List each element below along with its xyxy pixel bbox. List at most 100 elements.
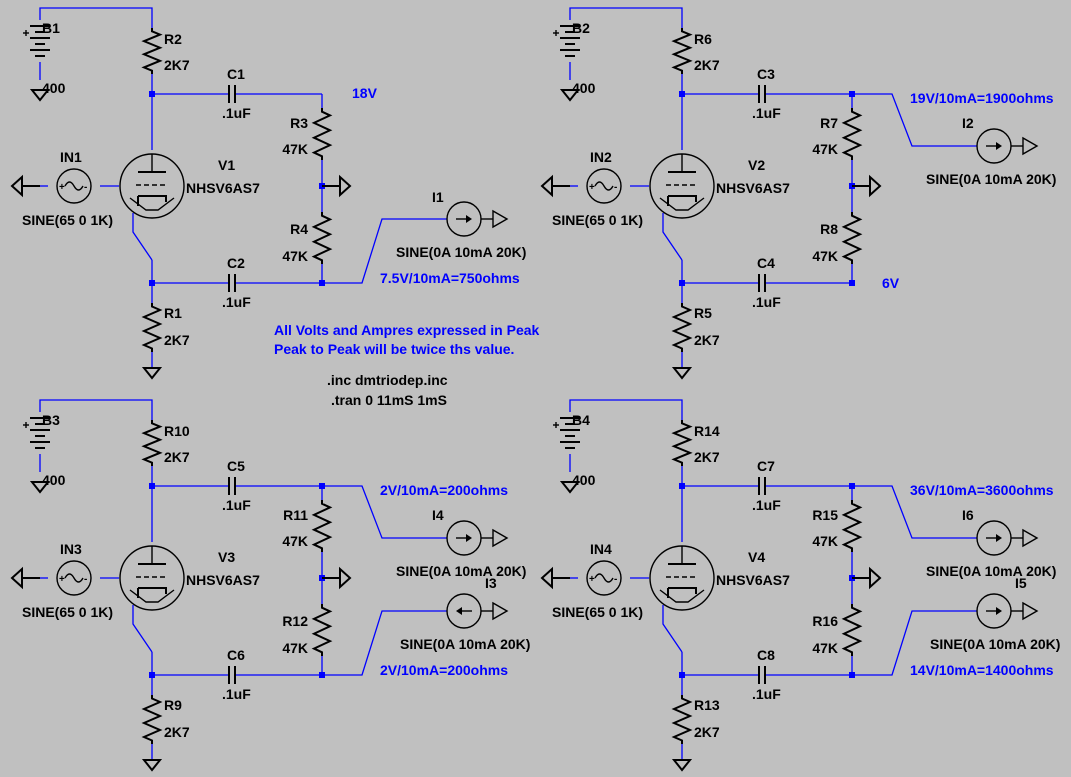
source-value: SINE(65 0 1K) bbox=[22, 604, 113, 620]
battery-value: 400 bbox=[42, 472, 66, 488]
resistor-value: 2K7 bbox=[164, 332, 190, 348]
source-value: SINE(65 0 1K) bbox=[552, 212, 643, 228]
capacitor-value: .1uF bbox=[752, 105, 781, 121]
ground-icon bbox=[869, 174, 882, 198]
resistor-value: 47K bbox=[282, 248, 308, 264]
current-source-label: I1 bbox=[432, 189, 444, 205]
resistor-value: 2K7 bbox=[694, 57, 720, 73]
capacitor-value: .1uF bbox=[222, 294, 251, 310]
junction-dot bbox=[149, 280, 155, 286]
resistor-value: 47K bbox=[812, 248, 838, 264]
impedance-note: 2V/10mA=200ohms bbox=[380, 482, 508, 498]
capacitor-C1[interactable]: C1.1uF bbox=[222, 66, 251, 121]
junction-dot bbox=[149, 672, 155, 678]
battery-label: B1 bbox=[42, 20, 60, 36]
current-source-value: SINE(0A 10mA 20K) bbox=[396, 563, 526, 579]
svg-text:-: - bbox=[84, 574, 87, 585]
capacitor-value: .1uF bbox=[222, 686, 251, 702]
battery-value: 400 bbox=[42, 80, 66, 96]
battery-label: B4 bbox=[572, 412, 590, 428]
current-source-value: SINE(0A 10mA 20K) bbox=[396, 244, 526, 260]
impedance-note: 14V/10mA=1400ohms bbox=[910, 662, 1054, 678]
capacitor-C5[interactable]: C5.1uF bbox=[222, 458, 251, 513]
battery-label: B3 bbox=[42, 412, 60, 428]
resistor-label: R5 bbox=[694, 305, 712, 321]
include-directive: .inc dmtriodep.inc bbox=[327, 372, 448, 388]
resistor-value: 47K bbox=[282, 640, 308, 656]
capacitor-label: C4 bbox=[757, 255, 775, 271]
voltage-note: 18V bbox=[352, 85, 378, 101]
svg-text:+: + bbox=[59, 574, 65, 585]
capacitor-C2[interactable]: C2.1uF bbox=[222, 255, 251, 310]
ground-icon bbox=[10, 174, 23, 198]
resistor-R8[interactable]: R8 47K bbox=[812, 212, 863, 264]
source-label: IN3 bbox=[60, 541, 82, 557]
resistor-label: R11 bbox=[283, 507, 308, 523]
battery-B1[interactable]: B1 400 bbox=[23, 20, 66, 102]
capacitor-C7[interactable]: C7.1uF bbox=[752, 458, 781, 513]
svg-text:-: - bbox=[614, 182, 617, 193]
tube-label: V3 bbox=[218, 549, 235, 565]
capacitor-C8[interactable]: C8.1uF bbox=[752, 647, 781, 702]
source-label: IN2 bbox=[590, 149, 612, 165]
stage-1[interactable]: B1400R22K7C1.1uFR347KR447KC2.1uFR12K7+-I… bbox=[10, 7, 526, 380]
stage-2[interactable]: B2400R62K7C3.1uFR747KR847KC4.1uFR52K7+-I… bbox=[540, 7, 1056, 380]
resistor-label: R13 bbox=[694, 697, 720, 713]
ground-icon bbox=[559, 481, 581, 494]
resistor-label: R2 bbox=[164, 31, 182, 47]
comment-line-2: Peak to Peak will be twice ths value. bbox=[274, 341, 514, 357]
junction-dot bbox=[679, 91, 685, 97]
capacitor-value: .1uF bbox=[222, 497, 251, 513]
spice-directives[interactable]: .inc dmtriodep.inc.tran 0 11mS 1mS bbox=[327, 372, 448, 408]
stage-3[interactable]: B3400R102K7C5.1uFR1147KR1247KC6.1uFR92K7… bbox=[10, 399, 530, 772]
tube-label: V4 bbox=[748, 549, 765, 565]
capacitor-C3[interactable]: C3 .1uF bbox=[752, 66, 781, 121]
resistor-label: R3 bbox=[290, 115, 308, 131]
source-label: IN1 bbox=[60, 149, 82, 165]
comment-block[interactable]: All Volts and Ampres expressed in PeakPe… bbox=[274, 322, 540, 357]
capacitor-C4[interactable]: C4.1uF bbox=[752, 255, 781, 310]
ground-icon bbox=[540, 174, 553, 198]
resistor-label: R15 bbox=[812, 507, 838, 523]
battery-B3[interactable]: B3 400 bbox=[23, 412, 66, 494]
capacitor-C6[interactable]: C6.1uF bbox=[222, 647, 251, 702]
junction-dot bbox=[849, 280, 855, 286]
tube-value: NHSV6AS7 bbox=[186, 180, 260, 196]
resistor-label: R8 bbox=[820, 221, 838, 237]
current-source-value: SINE(0A 10mA 20K) bbox=[926, 171, 1056, 187]
capacitor-label: C3 bbox=[757, 66, 775, 82]
resistor-value: 47K bbox=[812, 141, 838, 157]
